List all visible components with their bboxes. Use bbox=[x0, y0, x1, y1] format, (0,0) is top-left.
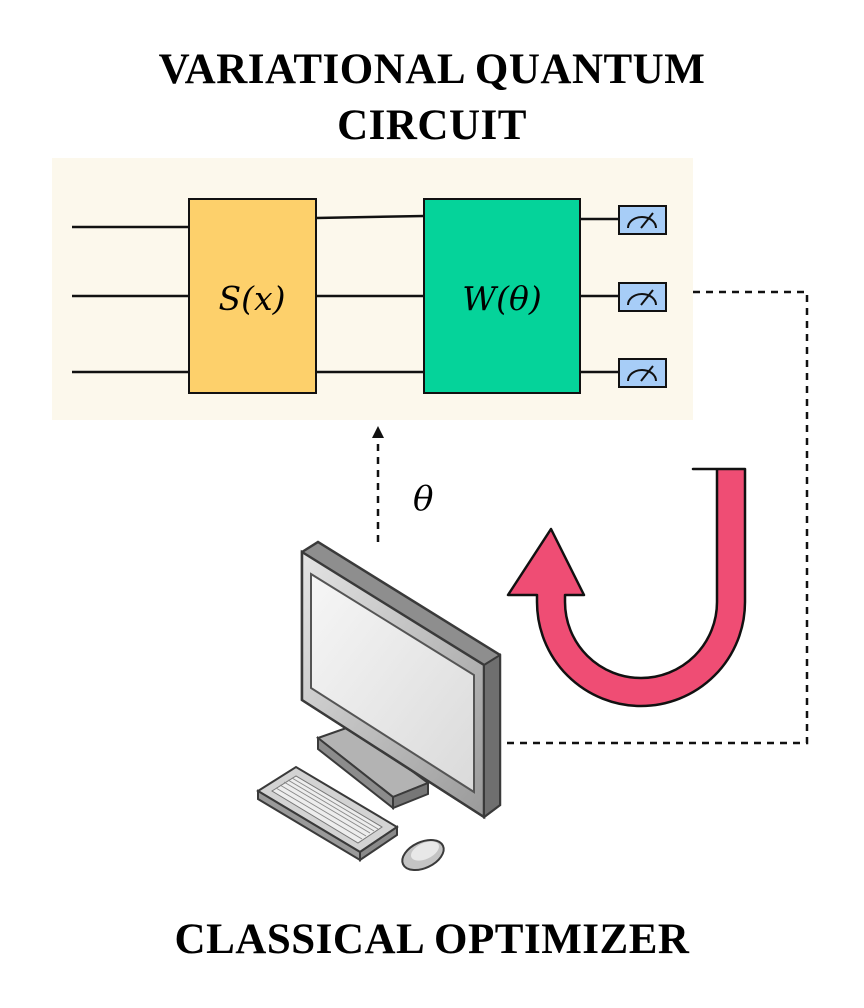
measurement-gate-1 bbox=[618, 205, 667, 235]
title-line-1: VARIATIONAL QUANTUM bbox=[158, 46, 706, 93]
measurement-gate-2 bbox=[618, 282, 667, 312]
wire-1-mid bbox=[315, 214, 425, 220]
parameter-theta-label: θ bbox=[413, 479, 433, 519]
measurement-feedback-dashed-line bbox=[505, 290, 809, 745]
optimizer-title: CLASSICAL OPTIMIZER bbox=[174, 916, 690, 963]
circuit-panel bbox=[52, 158, 693, 420]
variational-gate-box bbox=[423, 198, 581, 394]
computer-icon bbox=[256, 540, 502, 872]
diagram-title: VARIATIONAL QUANTUM CIRCUIT bbox=[0, 42, 864, 154]
title-line-2: CIRCUIT bbox=[337, 102, 527, 149]
measurement-gate-3 bbox=[618, 358, 667, 388]
variational-gate-label: W(θ) bbox=[462, 279, 542, 318]
optimization-loop-arrow bbox=[506, 467, 747, 708]
encoding-gate-label: S(x) bbox=[219, 279, 286, 318]
encoding-gate-box bbox=[188, 198, 317, 394]
parameter-arrowhead bbox=[372, 426, 384, 438]
qubit-wires bbox=[72, 214, 619, 374]
